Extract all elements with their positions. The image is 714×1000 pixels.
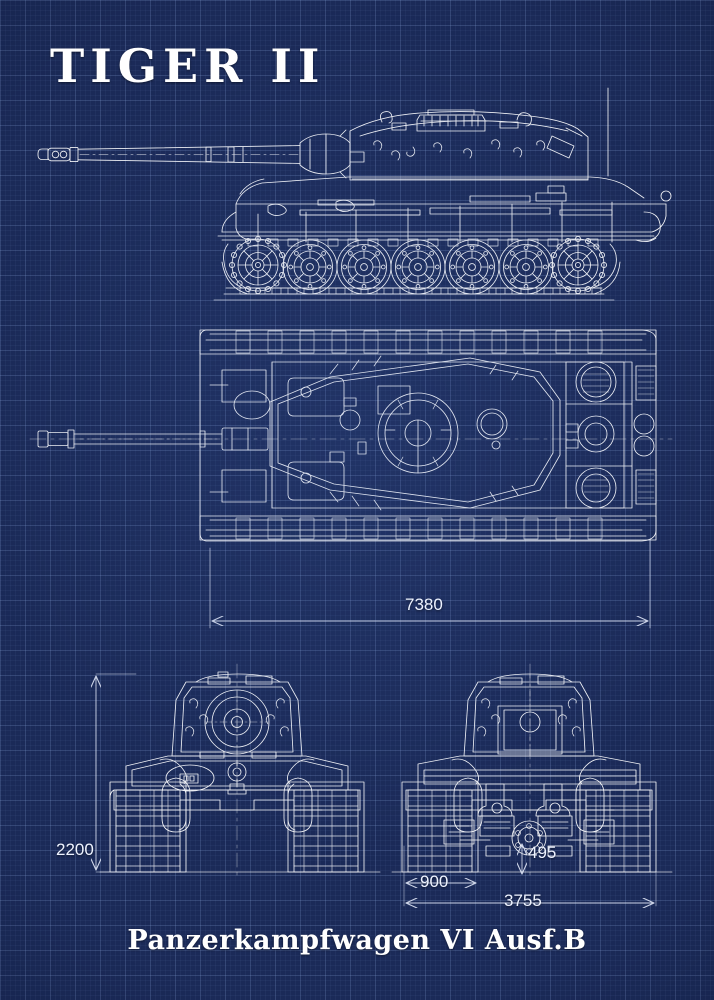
dimension-overall-length — [209, 539, 651, 629]
side-turret — [349, 87, 609, 181]
dimension-label-overall-height: 2200 — [56, 840, 94, 859]
dimension-label-overall-width: 3755 — [504, 891, 542, 910]
page-title: TIGER II — [50, 39, 326, 93]
dimension-label-overall-length: 7380 — [405, 595, 443, 614]
top-view — [29, 329, 673, 542]
side-running-gear — [213, 235, 621, 301]
dimension-track-width — [403, 845, 479, 883]
dimension-label-ground-clearance: 495 — [528, 843, 557, 862]
dimension-label-track-width: 900 — [420, 872, 449, 891]
side-view — [37, 87, 672, 301]
side-mantlet — [299, 129, 365, 179]
top-turret — [269, 355, 561, 511]
side-gun-barrel — [37, 145, 301, 164]
dimension-overall-width — [403, 871, 657, 906]
page-caption: Panzerkampfwagen VI Ausf.B — [127, 925, 587, 956]
top-hull — [199, 329, 657, 542]
dimension-overall-height — [96, 673, 137, 873]
top-engine-deck — [565, 361, 657, 509]
front-view — [99, 663, 381, 879]
side-hull — [217, 176, 672, 243]
